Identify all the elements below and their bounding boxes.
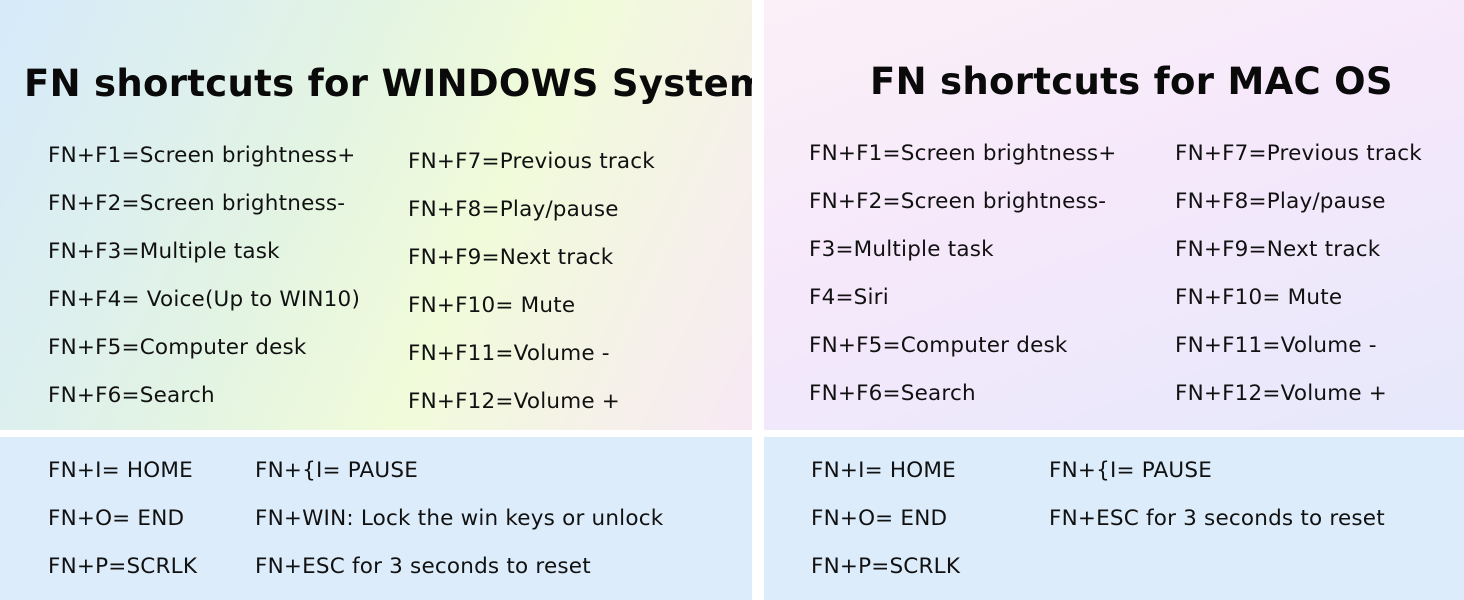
shortcut-item: FN+O= END	[48, 506, 185, 531]
shortcut-item: FN+F7=Previous track	[408, 149, 655, 174]
shortcut-item: FN+P=SCRLK	[811, 554, 961, 579]
shortcut-item: FN+F8=Play/pause	[1175, 189, 1386, 214]
shortcut-item: FN+ESC for 3 seconds to reset	[255, 554, 591, 579]
windows-title: FN shortcuts for WINDOWS System	[24, 62, 752, 105]
shortcut-item: FN+F2=Screen brightness-	[48, 191, 346, 216]
shortcut-item: FN+F1=Screen brightness+	[809, 141, 1117, 166]
windows-extra-list-right: FN+{I= PAUSE FN+WIN: Lock the win keys o…	[255, 447, 663, 591]
shortcut-item: FN+I= HOME	[811, 458, 956, 483]
mac-fkey-list-left: FN+F1=Screen brightness+ FN+F2=Screen br…	[809, 130, 1117, 418]
windows-shortcuts-panel: FN shortcuts for WINDOWS System FN+F1=Sc…	[0, 0, 752, 430]
shortcut-item: FN+F11=Volume -	[408, 341, 610, 366]
mac-extra-list-left: FN+I= HOME FN+O= END FN+P=SCRLK	[811, 447, 960, 591]
mac-extra-list-right: FN+{I= PAUSE FN+ESC for 3 seconds to res…	[1049, 447, 1385, 543]
shortcut-item: FN+F4= Voice(Up to WIN10)	[48, 287, 361, 312]
shortcut-item: FN+F9=Next track	[1175, 237, 1381, 262]
shortcut-item: FN+F12=Volume +	[408, 389, 621, 414]
shortcut-item: FN+F10= Mute	[408, 293, 576, 318]
mac-fkey-list-right: FN+F7=Previous track FN+F8=Play/pause FN…	[1175, 130, 1422, 418]
shortcut-item: FN+F3=Multiple task	[48, 239, 280, 264]
shortcut-item: FN+I= HOME	[48, 458, 193, 483]
shortcut-item: FN+F7=Previous track	[1175, 141, 1422, 166]
windows-fkey-list-right: FN+F7=Previous track FN+F8=Play/pause FN…	[408, 138, 655, 426]
shortcut-item: FN+F2=Screen brightness-	[809, 189, 1107, 214]
shortcut-item: FN+F1=Screen brightness+	[48, 143, 356, 168]
shortcut-item: FN+F5=Computer desk	[48, 335, 307, 360]
shortcut-item: FN+F5=Computer desk	[809, 333, 1068, 358]
shortcut-item: F4=Siri	[809, 285, 889, 310]
shortcut-item: FN+F8=Play/pause	[408, 197, 619, 222]
shortcut-item: FN+{I= PAUSE	[255, 458, 418, 483]
shortcut-item: FN+F11=Volume -	[1175, 333, 1377, 358]
windows-extra-shortcuts-panel: FN+I= HOME FN+O= END FN+P=SCRLK FN+{I= P…	[0, 437, 752, 600]
windows-fkey-list-left: FN+F1=Screen brightness+ FN+F2=Screen br…	[48, 132, 360, 420]
shortcut-item: FN+ESC for 3 seconds to reset	[1049, 506, 1385, 531]
mac-title: FN shortcuts for MAC OS	[870, 60, 1393, 103]
shortcut-item: FN+F6=Search	[48, 383, 215, 408]
shortcut-item: FN+F10= Mute	[1175, 285, 1343, 310]
shortcut-item: FN+{I= PAUSE	[1049, 458, 1212, 483]
shortcut-item: FN+F12=Volume +	[1175, 381, 1388, 406]
shortcut-item: F3=Multiple task	[809, 237, 994, 262]
mac-extra-shortcuts-panel: FN+I= HOME FN+O= END FN+P=SCRLK FN+{I= P…	[764, 437, 1464, 600]
windows-extra-list-left: FN+I= HOME FN+O= END FN+P=SCRLK	[48, 447, 197, 591]
shortcut-item: FN+P=SCRLK	[48, 554, 198, 579]
shortcut-item: FN+F6=Search	[809, 381, 976, 406]
mac-shortcuts-panel: FN shortcuts for MAC OS FN+F1=Screen bri…	[764, 0, 1464, 430]
shortcut-item: FN+F9=Next track	[408, 245, 614, 270]
shortcut-item: FN+WIN: Lock the win keys or unlock	[255, 506, 664, 531]
shortcut-item: FN+O= END	[811, 506, 948, 531]
